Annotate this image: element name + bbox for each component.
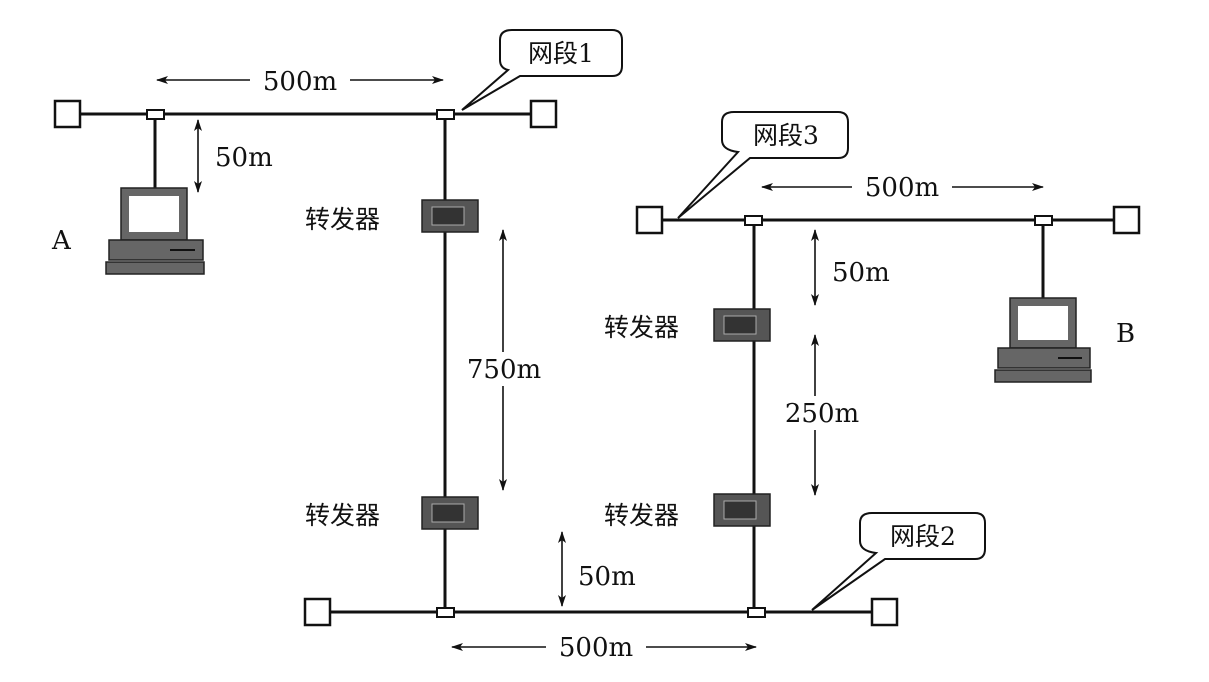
right-trunk: 转发器 转发器 50m 250m [604,225,890,608]
left-trunk: 转发器 转发器 750m [305,119,542,608]
transceiver-tap [146,109,165,120]
repeater-label: 转发器 [305,501,380,530]
host-a-label: A [51,226,72,256]
repeater-icon [421,496,479,530]
callout-segment-3: 网段3 [677,111,849,219]
repeater-label: 转发器 [604,313,679,342]
segment-2-length: 500m [559,633,633,663]
segment-3-label: 网段3 [753,121,819,150]
host-b: B [994,225,1135,383]
segment-3-length: 500m [865,173,939,203]
distance-seg2-drop: 50m [578,562,636,592]
distance-between-repeaters: 250m [785,399,859,429]
repeater-icon [421,199,479,233]
computer-icon [105,187,205,275]
segment-1-length: 500m [263,67,337,97]
segment-1-label: 网段1 [528,39,594,68]
host-b-label: B [1116,319,1135,349]
repeater-label: 转发器 [305,205,380,234]
terminator [53,99,82,129]
distance-a-drop: 50m [215,143,273,173]
repeater-icon [713,493,771,527]
segment-1: 500m 网段1 [53,29,623,129]
callout-segment-1: 网段1 [461,29,623,111]
terminator [303,597,332,627]
terminator [529,99,558,129]
transceiver-tap [1034,215,1053,226]
transceiver-tap [747,607,766,618]
transceiver-tap [744,215,763,226]
computer-icon [994,297,1092,383]
repeater-icon [713,308,771,342]
segment-2-label: 网段2 [890,522,956,551]
callout-segment-2: 网段2 [811,512,986,611]
segment-3: 500m 网段3 [635,111,1141,235]
transceiver-tap [436,607,455,618]
distance-seg1-seg2: 750m [467,355,541,385]
host-a: 50m A [51,119,273,275]
segment-2: 50m 500m 网段2 [303,512,986,663]
terminator [870,597,899,627]
terminator [635,205,664,235]
distance-seg3-drop: 50m [832,258,890,288]
transceiver-tap [436,109,455,120]
terminator [1112,205,1141,235]
repeater-label: 转发器 [604,501,679,530]
